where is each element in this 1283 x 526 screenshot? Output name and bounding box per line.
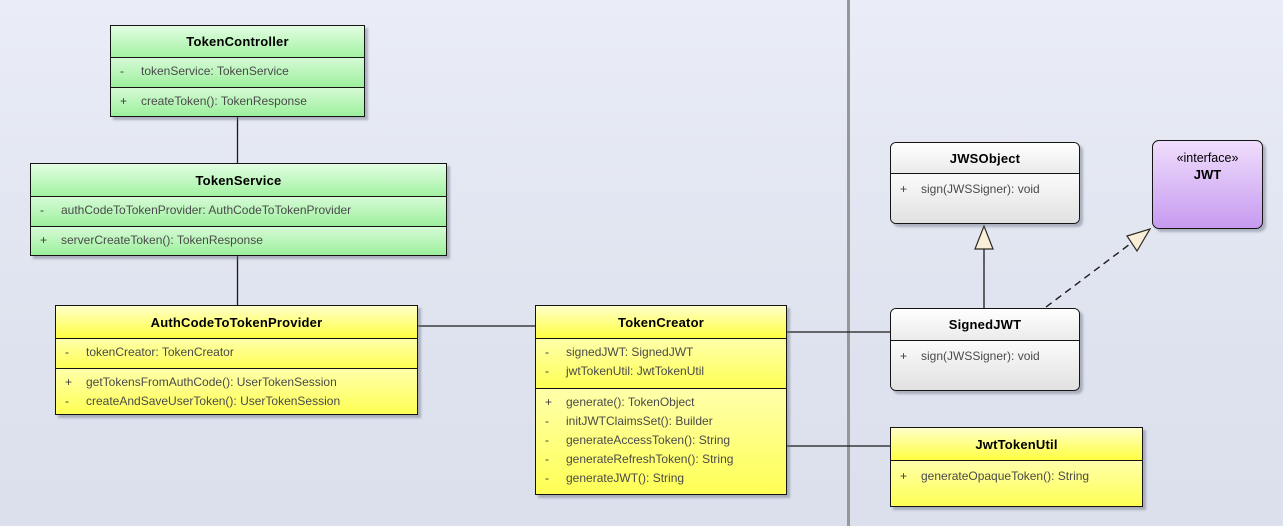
- attributes-compartment: - tokenService: TokenService: [111, 57, 364, 87]
- interface-box-jwt[interactable]: «interface» JWT: [1152, 140, 1263, 229]
- methods-compartment: + sign(JWSSigner): void: [891, 173, 1079, 223]
- methods-compartment: + serverCreateToken(): TokenResponse: [31, 226, 446, 255]
- method-row: + sign(JWSSigner): void: [891, 347, 1079, 366]
- method-row: - generateRefreshToken(): String: [536, 450, 786, 469]
- method-text: createToken(): TokenResponse: [141, 94, 307, 108]
- class-box-signedjwt[interactable]: SignedJWT + sign(JWSSigner): void: [890, 308, 1080, 391]
- class-box-jwttokenutil[interactable]: JwtTokenUtil + generateOpaqueToken(): St…: [890, 427, 1143, 507]
- method-row: + generateOpaqueToken(): String: [891, 467, 1142, 486]
- visibility-marker: +: [120, 94, 128, 108]
- method-text: sign(JWSSigner): void: [921, 349, 1040, 363]
- method-text: generateRefreshToken(): String: [566, 452, 734, 466]
- methods-compartment: + generateOpaqueToken(): String: [891, 460, 1142, 506]
- class-box-authcodetotokenprovider[interactable]: AuthCodeToTokenProvider - tokenCreator: …: [55, 305, 418, 415]
- method-text: createAndSaveUserToken(): UserTokenSessi…: [86, 394, 341, 408]
- visibility-marker: -: [65, 394, 69, 408]
- interface-title: JWT: [1193, 167, 1222, 182]
- methods-compartment: + getTokensFromAuthCode(): UserTokenSess…: [56, 368, 417, 414]
- realization-arrowhead-icon[interactable]: [1126, 227, 1152, 253]
- visibility-marker: -: [545, 345, 549, 359]
- method-row: + sign(JWSSigner): void: [891, 180, 1079, 199]
- method-text: sign(JWSSigner): void: [921, 182, 1040, 196]
- stereotype-label: «interface»: [1176, 151, 1239, 165]
- attribute-row: - jwtTokenUtil: JwtTokenUtil: [536, 362, 786, 381]
- method-row: - initJWTClaimsSet(): Builder: [536, 412, 786, 431]
- method-row: + createToken(): TokenResponse: [111, 92, 364, 111]
- visibility-marker: +: [900, 182, 908, 196]
- attribute-row: - authCodeToTokenProvider: AuthCodeToTok…: [31, 201, 446, 220]
- realization-signedjwt-jwt[interactable]: [1045, 243, 1131, 308]
- method-row: + generate(): TokenObject: [536, 393, 786, 412]
- attribute-text: tokenCreator: TokenCreator: [86, 345, 234, 359]
- class-title: TokenController: [111, 26, 364, 57]
- method-text: generateAccessToken(): String: [566, 433, 731, 447]
- method-text: serverCreateToken(): TokenResponse: [61, 233, 263, 247]
- visibility-marker: +: [40, 233, 48, 247]
- attribute-text: tokenService: TokenService: [141, 64, 289, 78]
- class-title: SignedJWT: [891, 309, 1079, 340]
- methods-compartment: + generate(): TokenObject - initJWTClaim…: [536, 388, 786, 494]
- visibility-marker: -: [545, 452, 549, 466]
- methods-compartment: + sign(JWSSigner): void: [891, 340, 1079, 390]
- visibility-marker: +: [65, 375, 73, 389]
- attribute-text: jwtTokenUtil: JwtTokenUtil: [566, 364, 705, 378]
- method-text: generateJWT(): String: [566, 471, 685, 485]
- attribute-text: authCodeToTokenProvider: AuthCodeToToken…: [61, 203, 352, 217]
- method-text: generate(): TokenObject: [566, 395, 695, 409]
- class-title: AuthCodeToTokenProvider: [56, 306, 417, 338]
- class-box-tokenservice[interactable]: TokenService - authCodeToTokenProvider: …: [30, 163, 447, 256]
- visibility-marker: -: [545, 364, 549, 378]
- visibility-marker: -: [65, 345, 69, 359]
- visibility-marker: -: [545, 414, 549, 428]
- method-row: - createAndSaveUserToken(): UserTokenSes…: [56, 392, 417, 411]
- attributes-compartment: - signedJWT: SignedJWT - jwtTokenUtil: J…: [536, 338, 786, 388]
- attribute-text: signedJWT: SignedJWT: [566, 345, 694, 359]
- method-text: getTokensFromAuthCode(): UserTokenSessio…: [86, 375, 337, 389]
- methods-compartment: + createToken(): TokenResponse: [111, 87, 364, 116]
- attribute-row: - signedJWT: SignedJWT: [536, 343, 786, 362]
- page-boundary-line: [847, 0, 850, 526]
- class-box-tokencreator[interactable]: TokenCreator - signedJWT: SignedJWT - jw…: [535, 305, 787, 495]
- method-row: - generateAccessToken(): String: [536, 431, 786, 450]
- visibility-marker: +: [900, 349, 908, 363]
- method-row: + getTokensFromAuthCode(): UserTokenSess…: [56, 373, 417, 392]
- generalization-arrowhead-icon[interactable]: [974, 224, 994, 250]
- class-box-tokencontroller[interactable]: TokenController - tokenService: TokenSer…: [110, 25, 365, 117]
- visibility-marker: +: [900, 469, 908, 483]
- visibility-marker: +: [545, 395, 553, 409]
- class-title: TokenCreator: [536, 306, 786, 338]
- class-title: TokenService: [31, 164, 446, 196]
- visibility-marker: -: [545, 471, 549, 485]
- attribute-row: - tokenCreator: TokenCreator: [56, 343, 417, 362]
- attributes-compartment: - authCodeToTokenProvider: AuthCodeToTok…: [31, 196, 446, 226]
- visibility-marker: -: [120, 64, 124, 78]
- class-title: JWSObject: [891, 143, 1079, 173]
- visibility-marker: -: [545, 433, 549, 447]
- class-title: JwtTokenUtil: [891, 428, 1142, 460]
- method-row: + serverCreateToken(): TokenResponse: [31, 231, 446, 250]
- attribute-row: - tokenService: TokenService: [111, 62, 364, 81]
- method-text: generateOpaqueToken(): String: [921, 469, 1090, 483]
- method-text: initJWTClaimsSet(): Builder: [566, 414, 713, 428]
- visibility-marker: -: [40, 203, 44, 217]
- class-box-jwsobject[interactable]: JWSObject + sign(JWSSigner): void: [890, 142, 1080, 224]
- method-row: - generateJWT(): String: [536, 469, 786, 488]
- attributes-compartment: - tokenCreator: TokenCreator: [56, 338, 417, 368]
